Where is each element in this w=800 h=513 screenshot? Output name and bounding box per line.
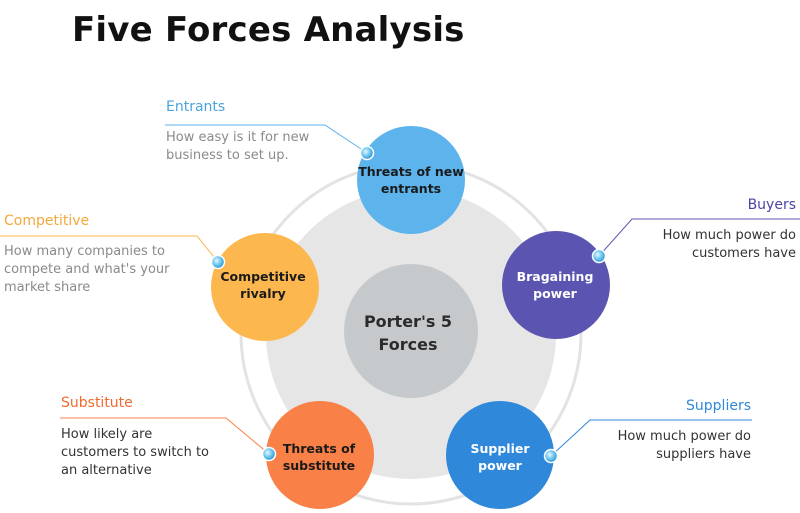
substitute-node-label-line2: substitute — [283, 458, 355, 473]
entrants-node-label-line2: entrants — [381, 181, 441, 196]
suppliers-connector-dot — [543, 448, 559, 464]
suppliers-description: How much power do suppliers have — [617, 429, 751, 462]
suppliers-node-label-line1: Supplier — [470, 441, 530, 456]
competitive-label: Competitive — [4, 213, 90, 229]
competitive-node — [211, 233, 319, 341]
competitive-description: How many companies to compete and what's… — [4, 244, 170, 295]
suppliers-label: Suppliers — [686, 398, 751, 414]
entrants-description: How easy is it for new business to set u… — [166, 130, 310, 163]
suppliers-node — [446, 401, 554, 509]
buyers-node — [502, 231, 610, 339]
substitute-description: How likely are customers to switch to an… — [61, 427, 209, 478]
center-label-line1: Porter's 5 — [364, 312, 452, 331]
center-node — [344, 264, 478, 398]
buyers-label: Buyers — [747, 197, 796, 213]
suppliers-node-label-line2: power — [478, 458, 523, 473]
buyers-node-label-line1: Bragaining — [517, 269, 594, 284]
substitute-node-label-line1: Threats of — [283, 441, 356, 456]
center-label-line2: Forces — [378, 335, 437, 354]
buyers-connector-dot — [591, 248, 607, 264]
substitute-connector — [60, 417, 270, 455]
substitute-label: Substitute — [61, 395, 133, 411]
competitive-node-label-line2: rivalry — [240, 286, 286, 301]
suppliers-connector — [550, 419, 752, 457]
buyers-connector — [598, 218, 800, 257]
entrants-node — [357, 126, 465, 234]
entrants-connector — [165, 124, 368, 154]
competitive-node-label-line1: Competitive — [220, 269, 305, 284]
buyers-description: How much power do customers have — [662, 228, 796, 261]
entrants-label: Entrants — [166, 99, 226, 115]
substitute-connector-dot — [261, 446, 277, 462]
page-title: Five Forces Analysis — [72, 10, 465, 50]
buyers-node-label-line2: power — [533, 286, 578, 301]
substitute-node — [266, 401, 374, 509]
entrants-node-label-line1: Threats of new — [358, 164, 464, 179]
competitive-connector-dot — [210, 254, 226, 270]
competitive-connector — [0, 235, 219, 263]
entrants-connector-dot — [359, 145, 375, 161]
